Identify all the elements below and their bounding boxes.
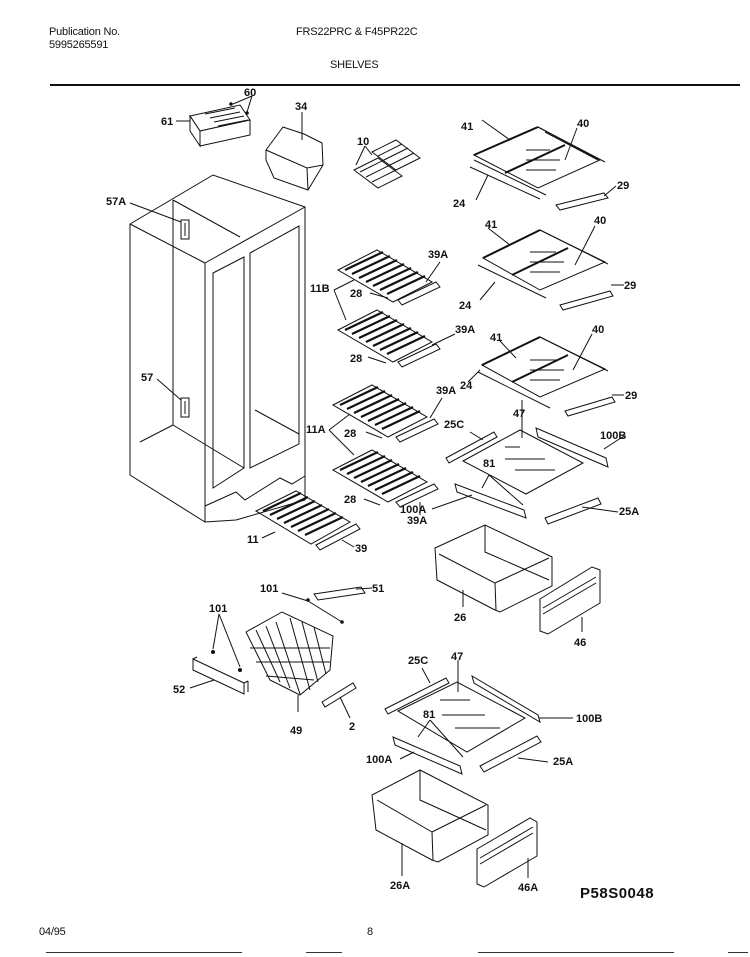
crisper-cover-upper [431, 400, 625, 525]
wire-shelf-11b-2 [336, 309, 456, 368]
callout-100a-a: 100A [400, 504, 426, 516]
callout-25c-a: 25C [444, 419, 464, 431]
callout-29-b: 29 [624, 280, 636, 292]
callout-51: 51 [372, 583, 384, 595]
callout-41-a: 41 [461, 121, 473, 133]
callout-28-a: 28 [350, 288, 362, 300]
publication-date: 04/95 [39, 926, 66, 938]
callout-60: 60 [244, 87, 256, 99]
callout-46a: 46A [518, 882, 538, 894]
callout-39a-b: 39A [455, 324, 475, 336]
callout-24-b: 24 [459, 300, 472, 312]
bottom-rule-end [728, 952, 748, 953]
callout-39a-a: 39A [428, 249, 448, 261]
callout-81-b: 81 [423, 709, 435, 721]
freezer-basket-assembly [189, 586, 373, 719]
wire-shelf-11 [254, 490, 361, 551]
callout-47-b: 47 [451, 651, 463, 663]
callout-11a: 11A [306, 424, 326, 436]
callout-57a: 57A [106, 196, 126, 208]
glass-shelf-1 [469, 119, 617, 211]
callout-47-a: 47 [513, 408, 525, 420]
page-number: 8 [367, 926, 373, 938]
part-34-door-bin [265, 112, 324, 191]
crisper-front-46 [539, 566, 601, 635]
crisper-front-46a [476, 817, 538, 888]
callout-26a: 26A [390, 880, 410, 892]
callout-26: 26 [454, 612, 466, 624]
callout-28-c: 28 [344, 428, 356, 440]
callout-39a-c: 39A [436, 385, 456, 397]
callout-10: 10 [357, 136, 369, 148]
callout-40-c: 40 [592, 324, 604, 336]
bottom-rule-right [478, 952, 674, 953]
callout-41-c: 41 [490, 332, 502, 344]
crisper-cover-lower [384, 660, 573, 775]
part-61-tray [176, 95, 253, 148]
glass-shelf-3 [467, 333, 624, 417]
header-rule [50, 84, 740, 86]
callout-81-a: 81 [483, 458, 495, 470]
callout-11b: 11B [310, 283, 330, 295]
callout-24-c: 24 [460, 380, 473, 392]
callout-46: 46 [574, 637, 586, 649]
callout-2: 2 [349, 721, 355, 733]
bottom-rule-left [46, 952, 242, 953]
crisper-drawer-26a [371, 769, 489, 876]
callout-29-c: 29 [625, 390, 637, 402]
crisper-drawer-26 [434, 524, 553, 613]
callout-101-a: 101 [260, 583, 278, 595]
callout-39: 39 [355, 543, 367, 555]
section-title: SHELVES [330, 59, 379, 71]
publication-number: 5995265591 [49, 39, 109, 51]
callout-100b-b: 100B [576, 713, 602, 725]
wire-shelf-11b-1 [336, 249, 441, 306]
callout-101-b: 101 [209, 603, 227, 615]
callout-39a-d: 39A [407, 515, 427, 527]
glass-shelf-2 [477, 225, 624, 311]
callout-57: 57 [141, 372, 153, 384]
callout-25a-b: 25A [553, 756, 573, 768]
callout-49: 49 [290, 725, 302, 737]
wire-shelf-11a-1 [331, 384, 443, 443]
callout-40-a: 40 [577, 118, 589, 130]
refrigerator-cabinet [129, 174, 306, 523]
callout-25c-b: 25C [408, 655, 428, 667]
callout-28-b: 28 [350, 353, 362, 365]
callout-41-b: 41 [485, 219, 497, 231]
callout-25a-a: 25A [619, 506, 639, 518]
bottom-rule-mid [306, 952, 342, 953]
callout-52: 52 [173, 684, 185, 696]
model-number: FRS22PRC & F45PR22C [296, 26, 418, 38]
callout-40-b: 40 [594, 215, 606, 227]
callout-11: 11 [247, 534, 259, 546]
callout-100b-a: 100B [600, 430, 626, 442]
callout-61: 61 [161, 116, 173, 128]
part-10-ice-trays [353, 139, 421, 189]
callout-34: 34 [295, 101, 308, 113]
publication-label: Publication No. [49, 26, 120, 38]
wire-shelf-11a-2 [331, 449, 439, 515]
callout-28-d: 28 [344, 494, 356, 506]
callout-100a-b: 100A [366, 754, 392, 766]
drawing-id: P58S0048 [580, 885, 655, 902]
callout-24-a: 24 [453, 198, 466, 210]
callout-29-a: 29 [617, 180, 629, 192]
